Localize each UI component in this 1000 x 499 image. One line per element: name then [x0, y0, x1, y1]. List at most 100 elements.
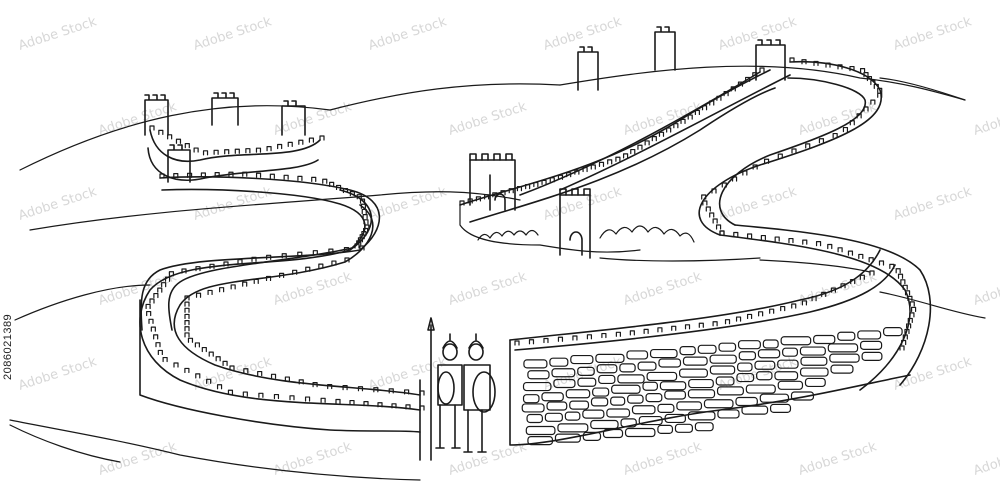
merlon	[701, 194, 707, 200]
merlon	[825, 62, 831, 68]
stone-block	[526, 413, 543, 424]
stone-block	[590, 397, 609, 407]
watermark-text: Adobe Stock	[892, 354, 974, 394]
merlon	[574, 169, 580, 175]
merlon	[269, 173, 275, 179]
merlon	[877, 87, 883, 93]
merlon	[193, 147, 199, 153]
merlon	[155, 342, 161, 348]
merlon	[342, 385, 348, 391]
merlon	[724, 319, 731, 325]
merlon	[258, 392, 264, 398]
merlon	[870, 79, 876, 86]
merlon	[184, 320, 190, 326]
merlon	[644, 140, 650, 146]
watermark-text: Adobe Stock	[797, 439, 879, 479]
merlon	[566, 172, 572, 178]
merlon	[168, 271, 175, 277]
merlon	[842, 126, 849, 133]
merlon	[858, 253, 864, 260]
merlon	[873, 83, 879, 90]
merlon	[712, 218, 718, 224]
merlon	[759, 67, 765, 73]
stone-block	[582, 409, 605, 419]
merlon	[281, 253, 287, 259]
stone-block	[549, 357, 569, 367]
merlon	[223, 261, 229, 267]
merlon	[863, 72, 869, 78]
merlon	[242, 171, 248, 177]
stone-block	[649, 348, 678, 359]
stone-block	[737, 362, 753, 372]
stone-block	[674, 423, 693, 433]
stone-block	[564, 411, 581, 421]
merlon	[277, 143, 283, 150]
merlon	[228, 171, 234, 177]
merlon	[255, 147, 262, 153]
merlon	[629, 330, 635, 336]
merlon	[719, 230, 725, 236]
merlon	[312, 250, 318, 256]
stone-block	[756, 371, 773, 381]
merlon	[149, 125, 155, 131]
upper-wall-right	[459, 26, 932, 391]
merlon	[680, 118, 686, 124]
watermark-text: Adobe Stock	[972, 439, 1000, 479]
merlon	[541, 179, 547, 185]
watermark-text: Adobe Stock	[17, 354, 99, 394]
watermark-text: Adobe Stock	[447, 99, 529, 139]
merlon	[213, 149, 219, 155]
merlon	[902, 334, 908, 340]
merlon	[907, 317, 913, 324]
merlon	[273, 393, 280, 400]
stone-block	[830, 364, 854, 374]
merlon	[297, 251, 303, 257]
stone-block	[638, 415, 663, 426]
merlon	[388, 388, 394, 394]
merlon	[737, 81, 744, 87]
stone-block	[577, 366, 595, 376]
watermark-text: Adobe Stock	[17, 14, 99, 54]
merlon	[615, 331, 621, 337]
merlon	[590, 164, 596, 170]
stone-block	[762, 339, 779, 349]
merlon	[671, 325, 677, 331]
merlon	[270, 373, 277, 379]
merlon	[243, 368, 249, 374]
watermark-text: Adobe Stock	[892, 14, 974, 54]
merlon	[298, 139, 304, 145]
stone-block	[620, 418, 637, 428]
merlon	[869, 270, 875, 276]
stone-block	[790, 391, 815, 401]
merlon	[184, 307, 190, 313]
stone-block	[577, 377, 597, 387]
merlon	[253, 278, 259, 284]
merlon	[716, 95, 722, 101]
merlon	[331, 260, 337, 266]
merlon	[805, 143, 811, 149]
merlon	[598, 161, 605, 168]
watermark-text: Adobe Stock	[17, 184, 99, 224]
merlon	[901, 339, 907, 346]
stone-block	[596, 364, 618, 374]
merlon	[363, 401, 369, 407]
merlon	[184, 295, 190, 301]
stone-block	[735, 396, 758, 407]
merlon	[752, 164, 758, 170]
merlon	[150, 326, 156, 332]
stone-block	[679, 368, 708, 378]
merlon	[769, 308, 775, 314]
merlon	[475, 196, 482, 202]
merlon	[630, 148, 636, 155]
stone-block	[642, 381, 658, 391]
stone-block	[521, 403, 545, 413]
merlon	[245, 148, 251, 154]
merlon	[658, 131, 665, 137]
merlon	[391, 403, 397, 409]
merlon	[283, 174, 289, 180]
merlon	[900, 279, 906, 285]
merlon	[363, 219, 369, 225]
merlon	[802, 239, 808, 245]
merlon	[601, 332, 607, 339]
merlon	[153, 334, 159, 340]
